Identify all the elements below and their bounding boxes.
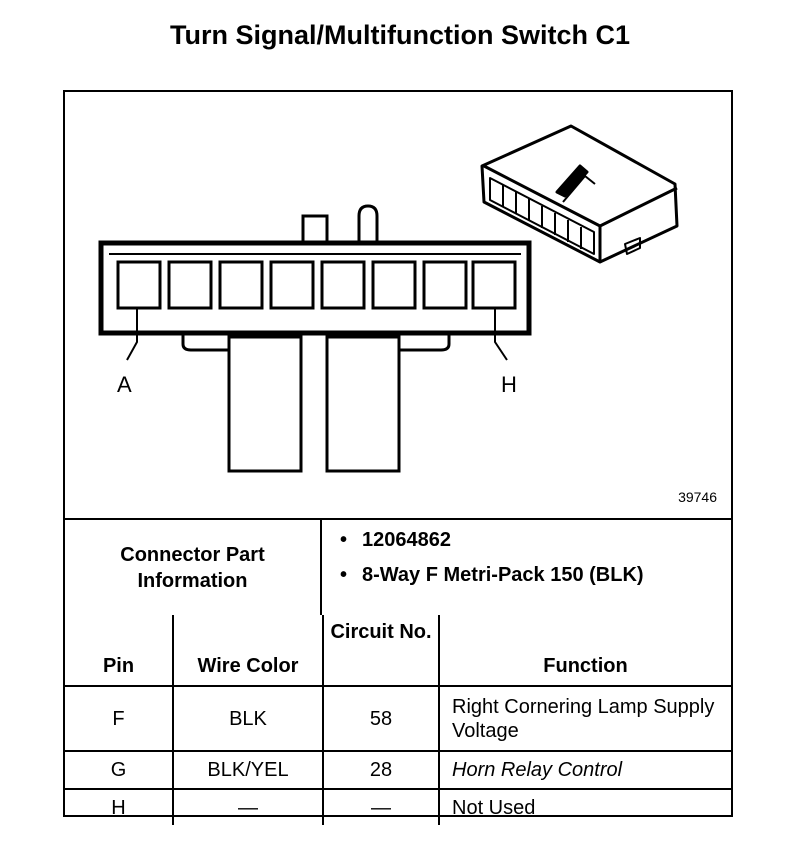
wire-color-cell: BLK/YEL: [172, 750, 324, 790]
table-row: H — — Not Used: [65, 788, 731, 825]
page-title: Turn Signal/Multifunction Switch C1: [170, 20, 630, 50]
pin-table: Pin Wire Color Circuit No. Function F BL…: [65, 615, 731, 825]
figure-number: 39746: [678, 489, 717, 505]
function-cell: Horn Relay Control: [438, 750, 731, 790]
connector-info-list: 12064862 8-Way F Metri-Pack 150 (BLK): [322, 520, 731, 615]
function-cell: Not Used: [438, 788, 731, 825]
connector-part-number: 12064862: [340, 528, 722, 553]
pin-h-label: H: [501, 372, 517, 397]
wire-color-cell: —: [172, 788, 324, 825]
connector-part-info: Connector Part Information 12064862 8-Wa…: [65, 518, 731, 615]
header-circuit-no: Circuit No.: [322, 615, 440, 687]
table-row: G BLK/YEL 28 Horn Relay Control: [65, 750, 731, 790]
connector-front-view: [98, 204, 532, 473]
pin-cell: H: [65, 788, 174, 825]
table-row: F BLK 58 Right Cornering Lamp Supply Vol…: [65, 685, 731, 752]
pin-table-header: Pin Wire Color Circuit No. Function: [65, 615, 731, 687]
header-pin: Pin: [65, 615, 174, 687]
header-wire-color: Wire Color: [172, 615, 324, 687]
connector-diagram: A H: [98, 124, 679, 473]
header-function: Function: [438, 615, 731, 687]
wire-color-cell: BLK: [172, 685, 324, 752]
pin-cell: G: [65, 750, 174, 790]
circuit-cell: 28: [322, 750, 440, 790]
circuit-cell: —: [322, 788, 440, 825]
connector-sheet: A H 39746 Connector Part Information 120…: [63, 90, 733, 825]
connector-description: 8-Way F Metri-Pack 150 (BLK): [340, 563, 722, 588]
pin-a-label: A: [117, 372, 132, 397]
pin-cell: F: [65, 685, 174, 752]
connector-info-label: Connector Part Information: [120, 543, 265, 592]
connector-isometric-sketch: [480, 124, 679, 264]
function-cell: Right Cornering Lamp Supply Voltage: [438, 685, 731, 752]
circuit-cell: 58: [322, 685, 440, 752]
